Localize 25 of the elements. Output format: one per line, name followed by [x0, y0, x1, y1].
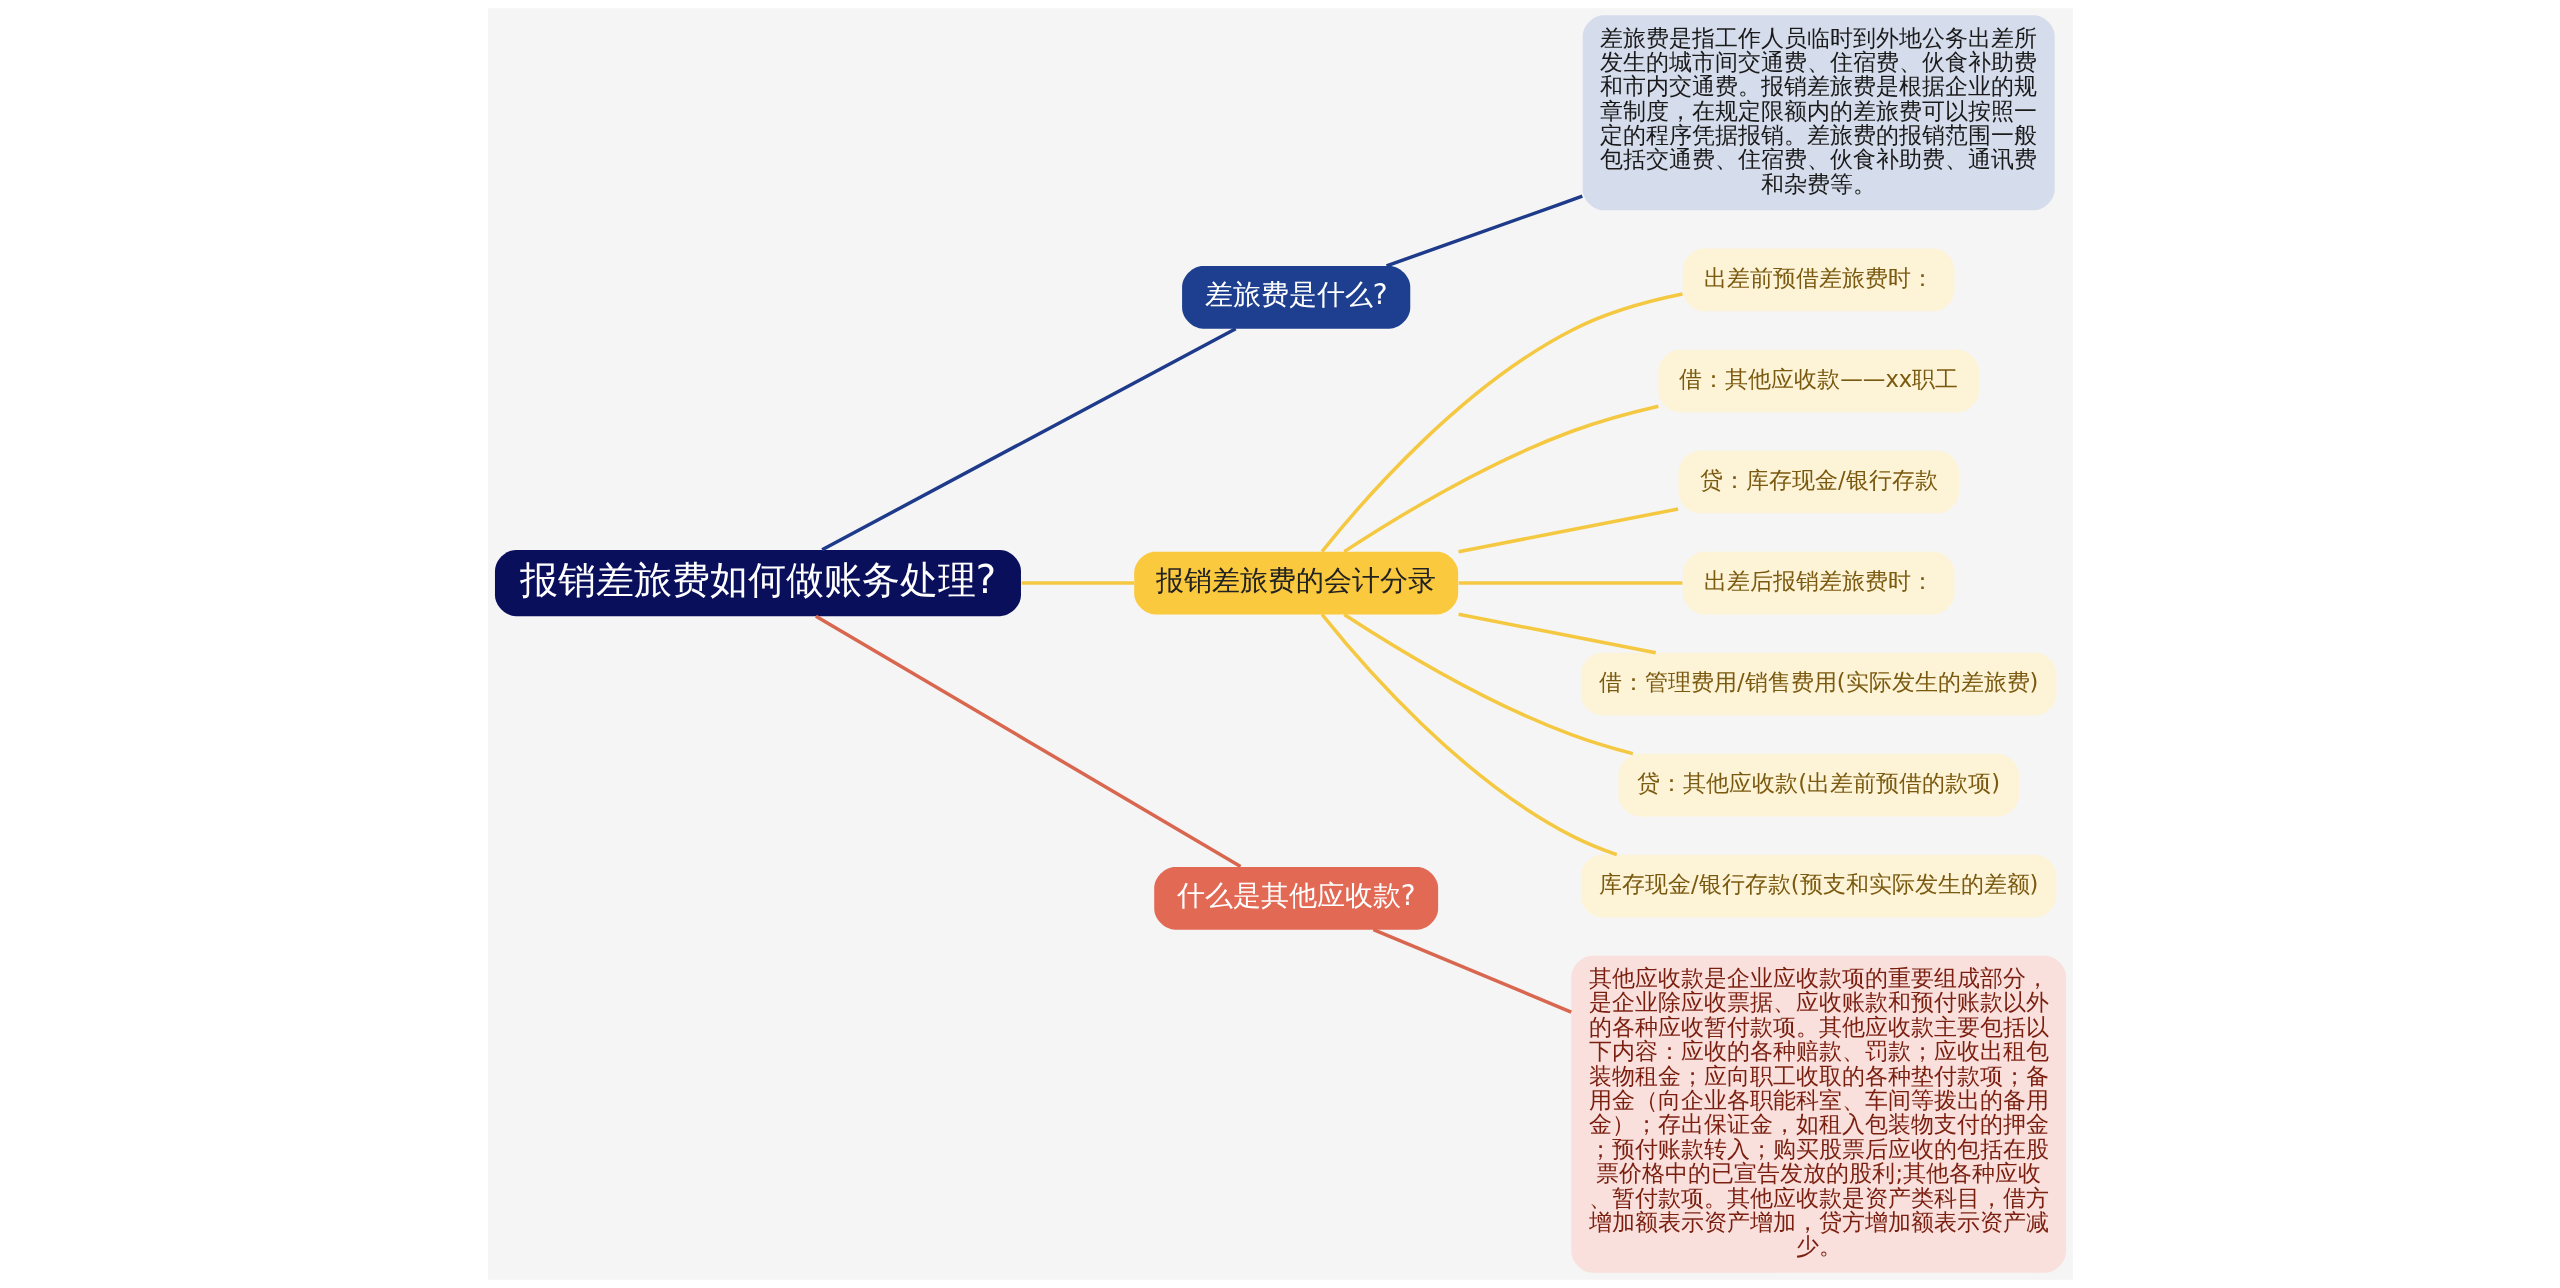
node-box: 什么是其他应收款?	[1153, 866, 1438, 930]
node-box: 借：管理费用/销售费用(实际发生的差旅费)	[1580, 652, 2056, 716]
node-box: 贷：库存现金/银行存款	[1678, 450, 1959, 514]
connector	[1320, 292, 1683, 553]
node-box: 报销差旅费的会计分录	[1133, 551, 1458, 615]
connector	[1385, 194, 1583, 268]
connector	[1372, 928, 1572, 1014]
connector	[1021, 581, 1134, 585]
node-box: 出差后报销差旅费时：	[1682, 551, 1955, 615]
node-box: 差旅费是什么?	[1181, 266, 1410, 329]
node-box: 出差前预借差旅费时：	[1682, 248, 1955, 312]
node-box: 差旅费是指工作人员临时到外地公务出差所发生的城市间交通费、住宿费、伙食补助费和市内交通费。报销差旅费是根据企业的规章制度，在规定限额内的差旅费可以按照一定的程序凭据报销。差旅费的报销范围一般包括交通费、住宿费、伙食补助费、通讯费和杂费等。	[1582, 15, 2055, 211]
connector	[814, 614, 1241, 869]
connector	[1457, 507, 1678, 554]
connector	[1342, 404, 1659, 554]
connector	[1320, 613, 1617, 857]
node-box: 贷：其他应收款(出差前预借的款项)	[1617, 753, 2019, 817]
connector	[1458, 581, 1682, 585]
connector	[1457, 612, 1656, 655]
node-box: 库存现金/银行存款(预支和实际发生的差额)	[1580, 854, 2056, 918]
node-box: 借：其他应收款——xx职工	[1657, 349, 1979, 413]
node-box: 报销差旅费如何做账务处理?	[494, 549, 1021, 617]
node-box: 其他应收款是企业应收款项的重要组成部分，是企业除应收票据、应收账款和预付账款以外的各种应收暂付款项。其他应收款主要包括以下内容：应收的各种赔款、罚款；应收出租包装物租金；应向职工收取的各种垫付款项；备用金（向企业各职能科室、车间等拨出的备用金）；存出保证金，如租入包装物支付的押金；预付账款转入；购买股票后应收的包括在股票价格中的已宣告发放的股利;其他各种应收、暂付款项。其他应收款是资产类科目，借方增加额表示资产增加，贷方增加额表示资产减少。	[1570, 955, 2066, 1273]
connector	[820, 327, 1237, 552]
connector	[1342, 613, 1633, 756]
